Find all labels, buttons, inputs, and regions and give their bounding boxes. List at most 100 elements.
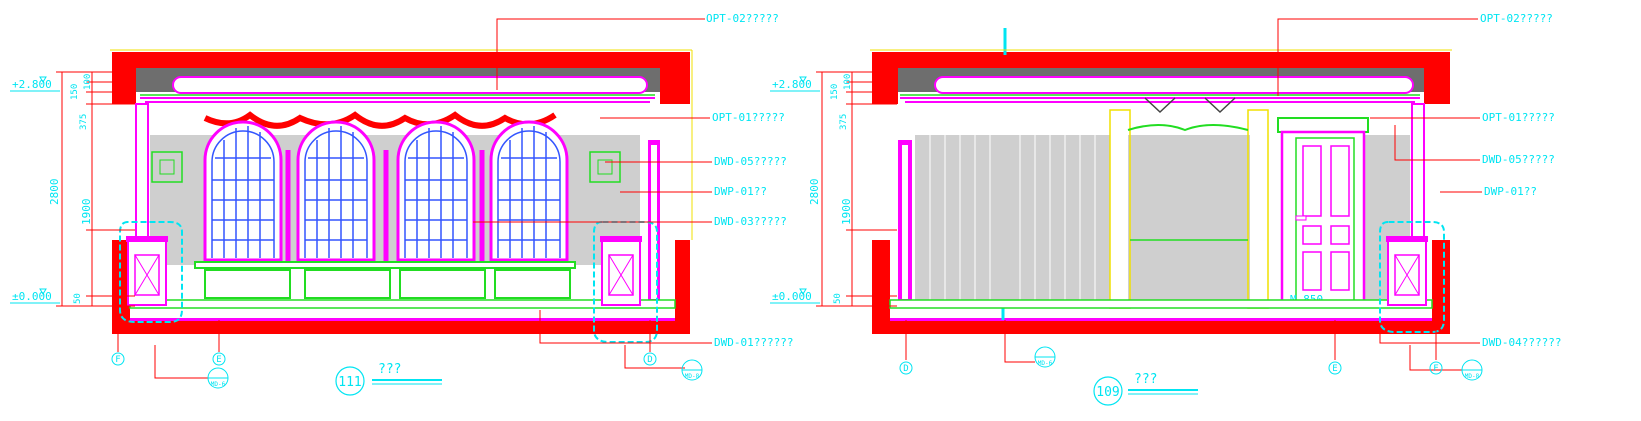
level-top: +2.800 xyxy=(12,78,52,91)
dim-1900: 1900 xyxy=(80,199,93,226)
dim-2800: 2800 xyxy=(808,179,821,206)
dim-100: 100 xyxy=(843,74,853,90)
detail-tag-2-label: MD-8 xyxy=(1465,373,1480,380)
callout-leaders xyxy=(154,18,712,379)
curtain-valance xyxy=(203,111,557,129)
cabinet-right xyxy=(600,236,642,306)
grid-label-f: F xyxy=(115,355,120,365)
panel-square-left xyxy=(151,151,183,183)
arched-window-2 xyxy=(296,120,376,262)
drawing-number: 109 xyxy=(1096,385,1119,400)
grid-label-e: E xyxy=(216,355,221,365)
dimension-chain xyxy=(56,71,135,307)
grid-bubble-d xyxy=(899,361,913,375)
grid-bubble-f xyxy=(1429,361,1443,375)
arched-window-1 xyxy=(203,120,283,262)
drawing-number-bubble xyxy=(335,366,365,396)
panel-grooves xyxy=(929,135,1096,300)
callout-dwd05: DWD-05????? xyxy=(1482,153,1555,166)
callout-dwd03: DWD-03????? xyxy=(714,215,787,228)
grid-bubble-e xyxy=(212,352,226,366)
dim-150: 150 xyxy=(830,84,840,100)
drawing-number: 111 xyxy=(338,375,361,390)
right-wall-upper xyxy=(1424,52,1450,104)
dim-375: 375 xyxy=(79,114,89,130)
level-top: +2.800 xyxy=(772,78,812,91)
cabinet-right xyxy=(1386,236,1428,306)
dim-100: 100 xyxy=(83,74,93,90)
level-top-marker xyxy=(799,76,807,83)
pilaster-left-inner xyxy=(902,145,908,299)
cabinet-left xyxy=(126,236,168,306)
ceiling-slab xyxy=(112,52,690,68)
drawing-number-bubble xyxy=(1093,376,1123,406)
dim-50: 50 xyxy=(73,293,83,304)
crown-molding xyxy=(140,97,655,103)
left-wall-upper xyxy=(872,52,898,104)
left-wall-lower xyxy=(872,240,890,330)
elevation-111: +2.800 ±0.000 150 100 375 2800 1900 50 O… xyxy=(10,12,793,396)
wall-panel-center xyxy=(1128,135,1250,300)
dim-375: 375 xyxy=(839,114,849,130)
elevation-109: M-850 +2.800 ±0.000 150 100 xyxy=(770,12,1561,406)
skirting xyxy=(889,299,1433,309)
wainscot-rail xyxy=(194,261,576,269)
level-top-marker xyxy=(39,76,47,83)
level-bottom-marker xyxy=(799,288,807,295)
dimension-chain xyxy=(816,71,897,307)
detail-tag-1-label: MD-6 xyxy=(211,381,226,388)
arched-window-4 xyxy=(489,120,569,262)
left-wall-upper xyxy=(112,52,136,104)
floor-finish xyxy=(130,318,675,321)
callout-dwp01: DWP-01?? xyxy=(1484,185,1537,198)
grid-bubble-e xyxy=(1328,361,1342,375)
cove-light xyxy=(934,76,1414,94)
callout-dwp01: DWP-01?? xyxy=(714,185,767,198)
dim-1900: 1900 xyxy=(840,199,853,226)
callout-opt02: OPT-02????? xyxy=(706,12,779,25)
dim-2800: 2800 xyxy=(48,179,61,206)
dim-150: 150 xyxy=(70,84,80,100)
callout-dwd05: DWD-05????? xyxy=(714,155,787,168)
grid-bubble-f xyxy=(111,352,125,366)
panel-square-left-inner xyxy=(159,159,175,175)
floor-slab xyxy=(112,320,690,334)
ceiling-slab xyxy=(872,52,1450,68)
window-mullions xyxy=(285,150,485,262)
door xyxy=(1277,117,1369,308)
drawing-title: ??? xyxy=(1134,372,1157,387)
grid-label-e: E xyxy=(1332,364,1337,374)
panel-square-right-inner xyxy=(597,159,613,175)
callout-dwd01: DWD-01?????? xyxy=(714,336,793,349)
level-bottom: ±0.000 xyxy=(772,290,812,303)
level-bottom: ±0.000 xyxy=(12,290,52,303)
cove-light xyxy=(172,76,648,94)
detail-tag-2-label: MD-8 xyxy=(685,373,700,380)
grid-label-d: D xyxy=(647,355,652,365)
wall-panel xyxy=(915,135,1110,300)
right-wall-lower xyxy=(1432,240,1450,330)
callout-opt01: OPT-01????? xyxy=(1482,111,1555,124)
mirror-frame xyxy=(1109,97,1269,309)
callout-opt02: OPT-02????? xyxy=(1480,12,1553,25)
callout-leaders xyxy=(1004,18,1482,371)
right-wall-upper xyxy=(660,52,690,104)
drawing-title: ??? xyxy=(378,362,401,377)
callout-opt01: OPT-01????? xyxy=(712,111,785,124)
cabinet-outline-left xyxy=(119,221,183,323)
arched-window-3 xyxy=(396,120,476,262)
detail-tag-1-label: MD-6 xyxy=(1038,360,1053,367)
grid-label-d: D xyxy=(903,364,908,374)
right-wall-lower xyxy=(675,240,690,330)
callout-dwd04: DWD-04?????? xyxy=(1482,336,1561,349)
cabinet-outline-right xyxy=(1379,221,1445,333)
crown-molding xyxy=(900,97,1420,103)
floor-finish xyxy=(890,318,1432,321)
floor-slab xyxy=(872,320,1450,334)
panel-square-right xyxy=(589,151,621,183)
cabinet-outline-right xyxy=(593,221,658,343)
level-bottom-marker xyxy=(39,288,47,295)
grid-label-f: F xyxy=(1433,364,1438,374)
wainscot-panels xyxy=(204,269,571,299)
